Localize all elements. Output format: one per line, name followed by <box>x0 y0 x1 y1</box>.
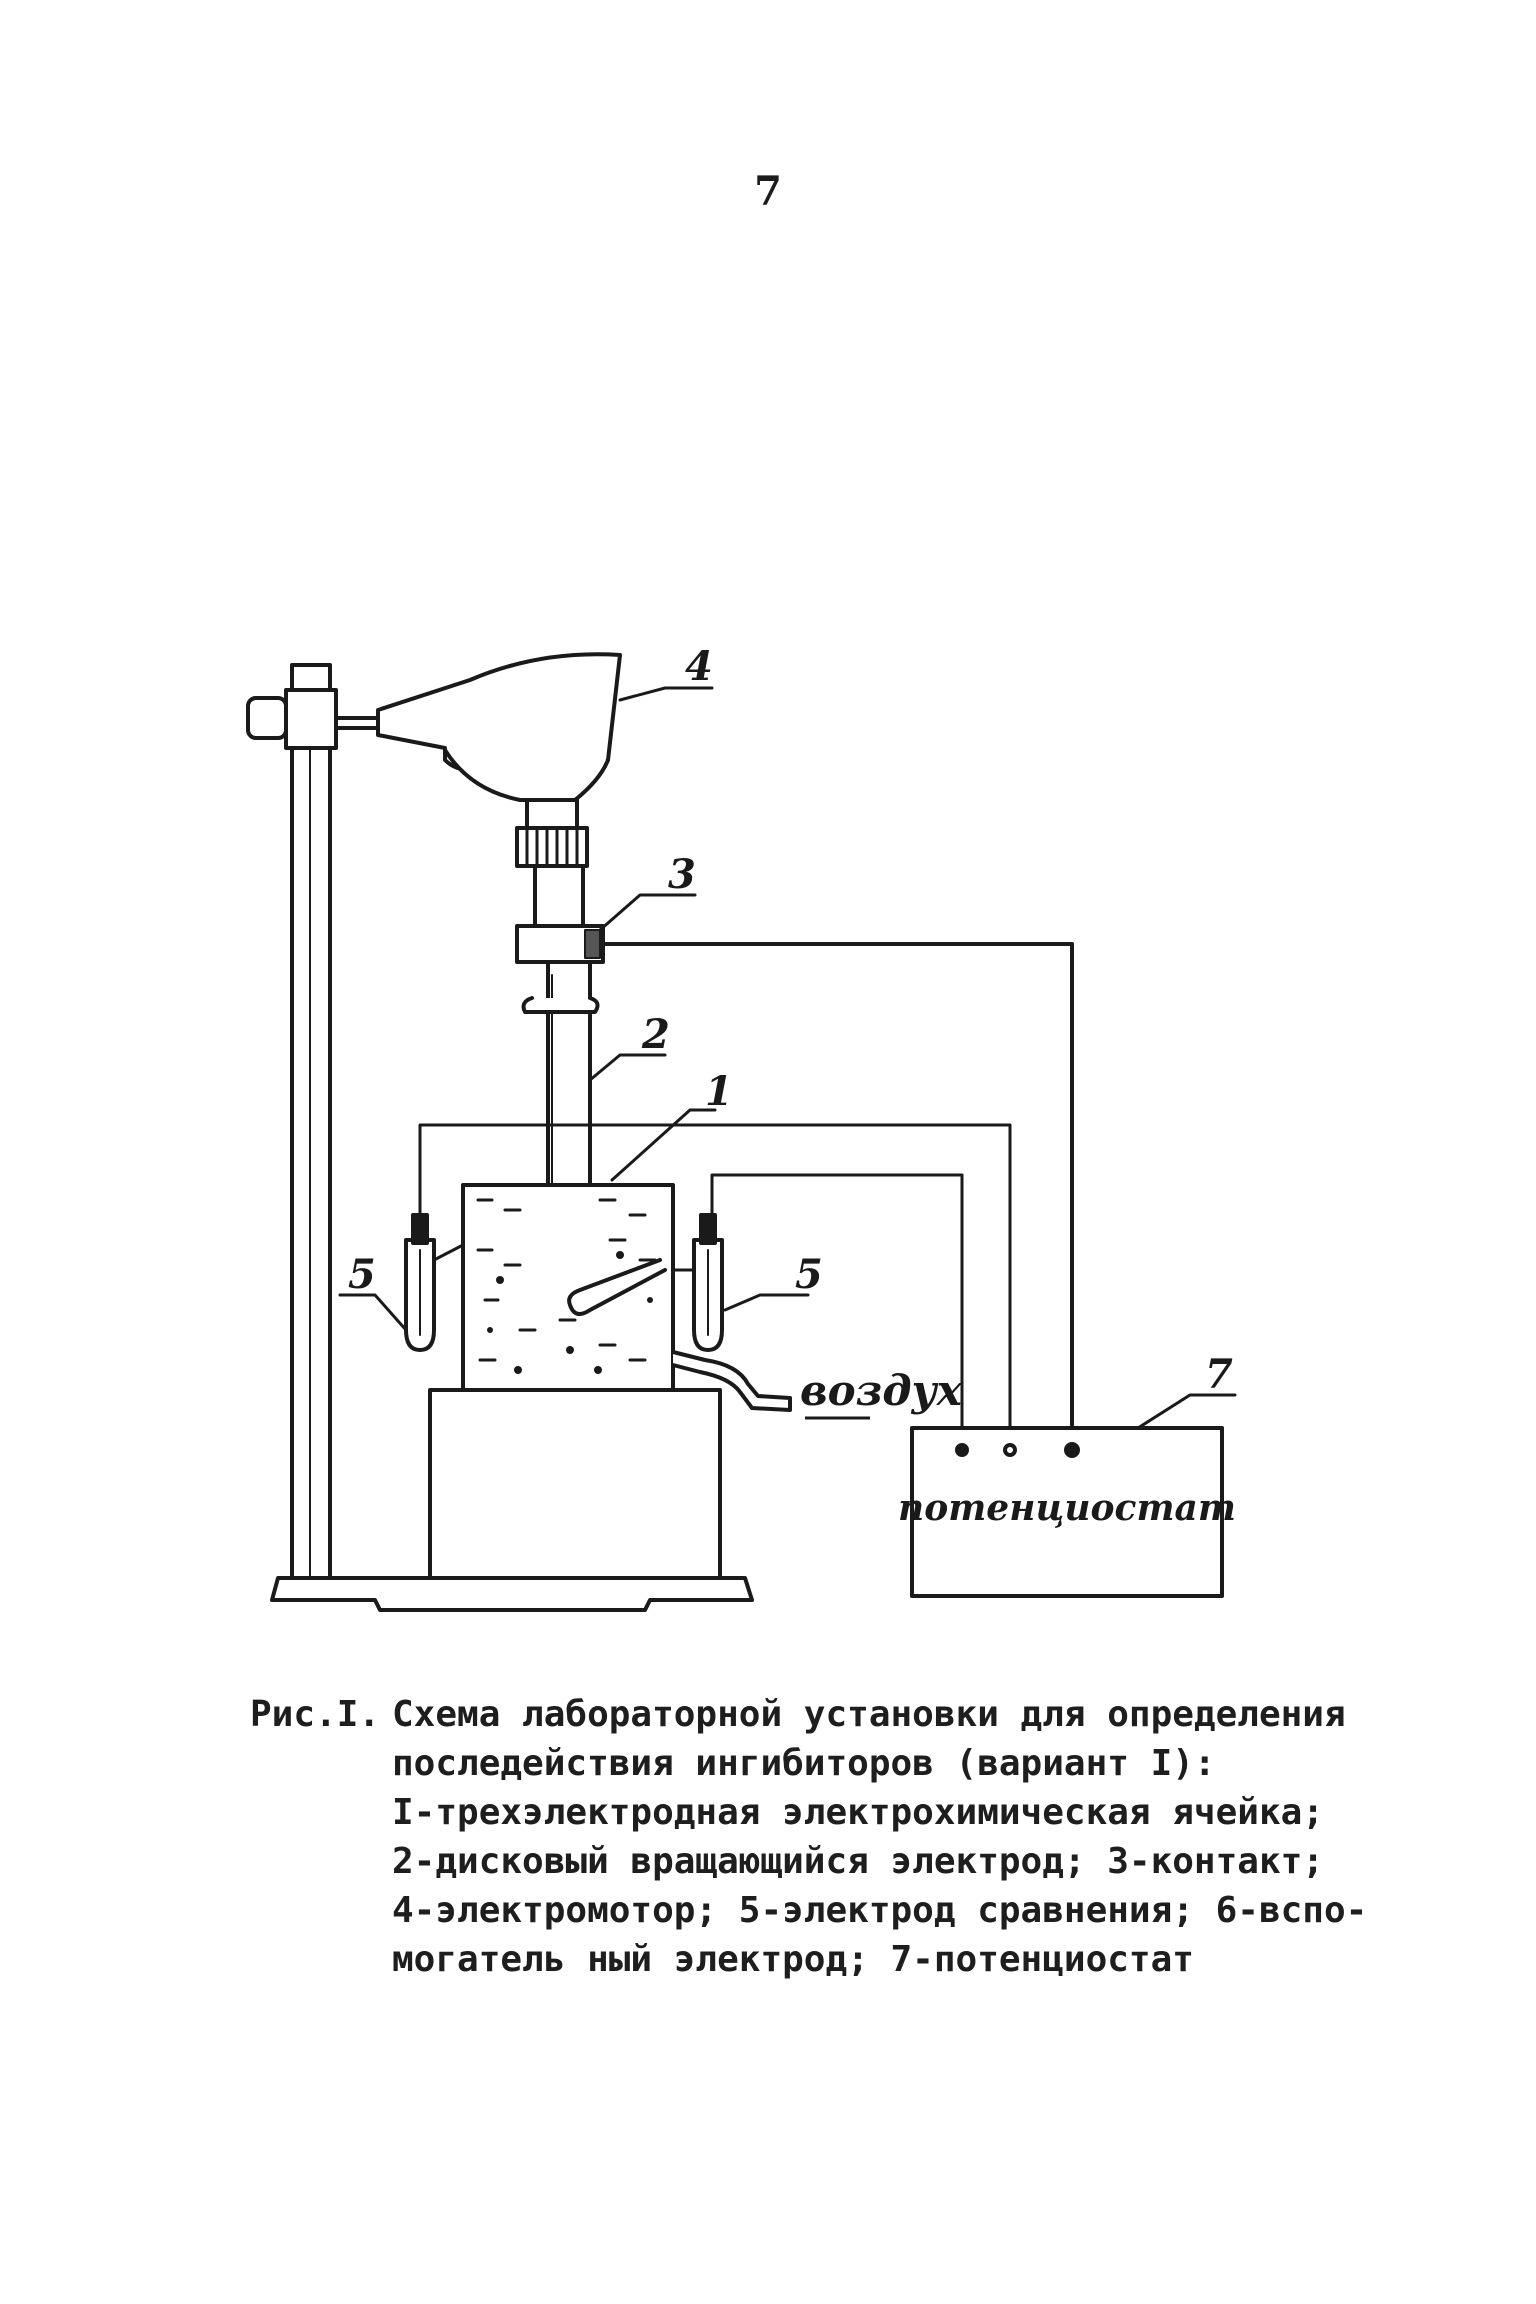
page-number: 7 <box>754 168 782 215</box>
caption-line: могатель ный электрод; 7-потенциостат <box>392 1939 1194 1980</box>
clamp-screw <box>246 696 288 740</box>
callout-1: 1 <box>705 1068 733 1115</box>
wire-ref <box>710 1173 964 1430</box>
callout-7: 7 <box>1205 1351 1233 1398</box>
caption-line: 4-электромотор; 5-электрод сравнения; 6-… <box>392 1890 1368 1931</box>
callout-3: 3 <box>668 851 696 898</box>
callout-2: 2 <box>641 1011 670 1058</box>
callout-5-left: 5 <box>348 1251 376 1298</box>
wire-aux <box>418 1123 1012 1430</box>
figure-caption: Рис.I. Схема лабораторной установки для … <box>250 1690 1390 1984</box>
caption-line: 2-дисковый вращающийся электрод; 3-конта… <box>392 1841 1324 1882</box>
air-label: воздух <box>800 1366 963 1415</box>
cell-support <box>428 1388 722 1580</box>
potentiostat-label: потенциостат <box>898 1487 1236 1529</box>
terminal-aux <box>1003 1443 1017 1457</box>
caption-line: Схема лабораторной установки для определ… <box>392 1694 1346 1735</box>
callout-5-right: 5 <box>795 1251 823 1298</box>
terminal-work <box>1064 1442 1080 1458</box>
coupling <box>515 826 589 868</box>
caption-line: последействия ингибиторов (вариант I): <box>392 1743 1216 1784</box>
terminal-ref <box>955 1443 969 1457</box>
clamp <box>284 688 338 750</box>
wire-contact <box>600 942 1074 1430</box>
stand-base <box>270 1576 754 1612</box>
caption-label: Рис.I. <box>250 1694 381 1735</box>
callout-4: 4 <box>685 643 713 690</box>
caption-line: I-трехэлектродная электрохимическая ячей… <box>392 1792 1324 1833</box>
air-tube <box>567 1258 667 1316</box>
electrochemical-cell <box>461 1183 675 1392</box>
electromotor <box>376 652 622 772</box>
